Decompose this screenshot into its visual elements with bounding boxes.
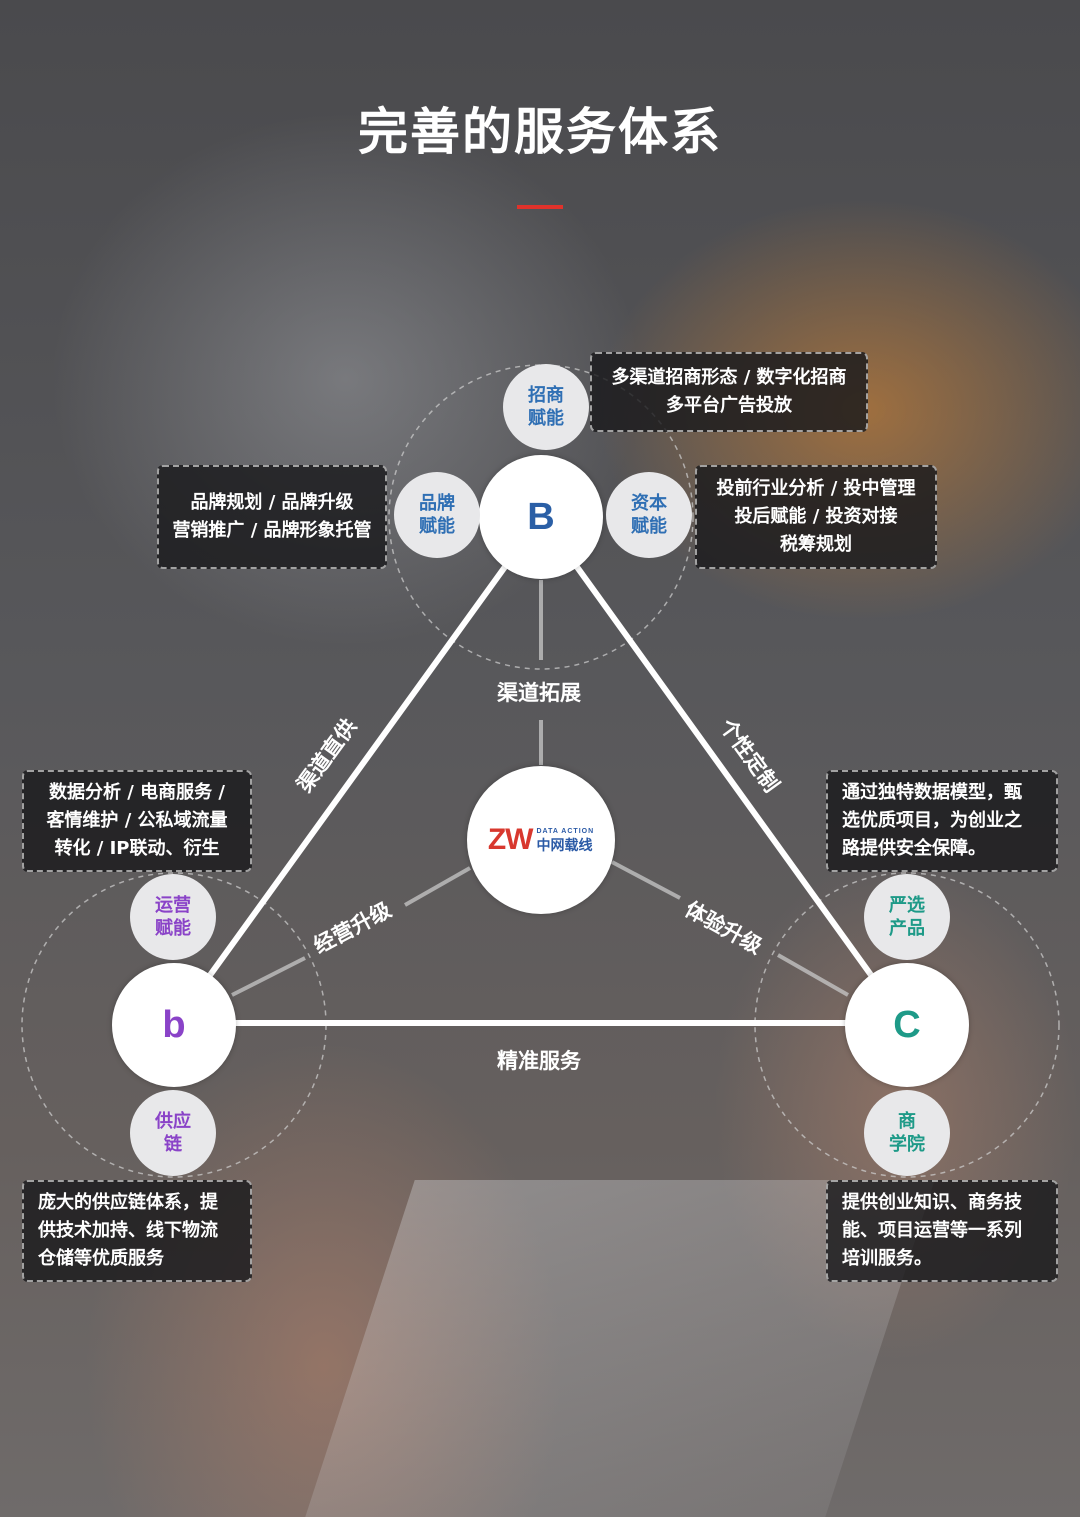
box-line: 通过独特数据模型，甄 — [842, 782, 1022, 803]
box-line: 税筹规划 — [780, 534, 852, 555]
logo-mark: ZW — [487, 823, 534, 856]
logo-english: DATA ACTION — [536, 827, 595, 835]
box-academy: 提供创业知识、商务技 能、项目运营等一系列 培训服务。 — [826, 1180, 1058, 1282]
box-selection: 通过独特数据模型，甄 选优质项目，为创业之 路提供安全保障。 — [826, 770, 1058, 872]
box-line: 选优质项目，为创业之 — [842, 810, 1022, 831]
chip-business-academy: 商学院 — [864, 1090, 950, 1176]
node-B: B — [479, 455, 603, 579]
box-merchant: 多渠道招商形态 / 数字化招商 多平台广告投放 — [590, 352, 868, 432]
box-line: 数据分析 / 电商服务 / — [49, 782, 225, 803]
box-line: 客情维护 / 公私域流量 — [46, 810, 228, 831]
chip-line: 运营 — [155, 895, 191, 916]
chip-line: 品牌 — [419, 493, 455, 514]
chip-line: 赋能 — [155, 918, 191, 939]
box-line: 提供创业知识、商务技 — [842, 1192, 1022, 1213]
chip-operation-empower: 运营赋能 — [130, 874, 216, 960]
spoke-right-inner — [611, 860, 681, 900]
chip-supply-chain: 供应链 — [130, 1090, 216, 1176]
spoke-left-outer — [231, 956, 306, 997]
title-underline — [517, 205, 563, 209]
chip-line: 赋能 — [631, 516, 667, 537]
logo-chinese: 中网载线 — [536, 836, 593, 853]
page-title: 完善的服务体系 — [358, 103, 722, 161]
chip-line: 产品 — [889, 918, 925, 939]
box-line: 多平台广告投放 — [666, 395, 792, 416]
label-precise-service: 精准服务 — [497, 1049, 581, 1073]
box-line: 能、项目运营等一系列 — [842, 1220, 1022, 1241]
box-line: 转化 / IP联动、衍生 — [54, 838, 220, 859]
center-logo-node: ZW DATA ACTION 中网载线 — [467, 766, 615, 914]
chip-capital-empower: 资本赋能 — [606, 472, 692, 558]
chip-line: 招商 — [528, 385, 564, 406]
chip-brand-empower: 品牌赋能 — [394, 472, 480, 558]
chip-line: 赋能 — [419, 516, 455, 537]
box-line: 营销推广 / 品牌形象托管 — [172, 520, 372, 541]
node-C: C — [845, 963, 969, 1087]
box-brand: 品牌规划 / 品牌升级 营销推广 / 品牌形象托管 — [157, 465, 387, 569]
edge-B-C — [538, 514, 910, 1028]
chip-line: 赋能 — [528, 408, 564, 429]
chip-merchant-empower: 招商赋能 — [503, 364, 589, 450]
spoke-right-outer — [777, 953, 849, 997]
chip-line: 资本 — [631, 493, 667, 514]
box-operation: 数据分析 / 电商服务 / 客情维护 / 公私域流量 转化 / IP联动、衍生 — [22, 770, 252, 872]
box-line: 庞大的供应链体系，提 — [38, 1192, 218, 1213]
chip-line: 链 — [164, 1134, 182, 1155]
box-line: 投前行业分析 / 投中管理 — [716, 478, 916, 499]
chip-line: 严选 — [889, 895, 925, 916]
chip-line: 学院 — [889, 1134, 925, 1155]
box-capital: 投前行业分析 / 投中管理 投后赋能 / 投资对接 税筹规划 — [695, 465, 937, 569]
company-logo: ZW DATA ACTION 中网载线 — [488, 825, 594, 855]
right-dashed-ring — [754, 872, 1060, 1178]
label-channel-expand: 渠道拓展 — [497, 681, 581, 705]
box-line: 路提供安全保障。 — [842, 838, 986, 859]
box-line: 培训服务。 — [842, 1248, 932, 1269]
box-line: 多渠道招商形态 / 数字化招商 — [611, 367, 847, 388]
box-supply: 庞大的供应链体系，提 供技术加持、线下物流 仓储等优质服务 — [22, 1180, 252, 1282]
box-line: 仓储等优质服务 — [38, 1248, 164, 1269]
chip-line: 商 — [898, 1111, 916, 1132]
chip-selected-products: 严选产品 — [864, 874, 950, 960]
spoke-left-inner — [404, 866, 471, 907]
box-line: 供技术加持、线下物流 — [38, 1220, 218, 1241]
box-line: 投后赋能 / 投资对接 — [734, 506, 898, 527]
box-line: 品牌规划 / 品牌升级 — [190, 492, 354, 513]
chip-line: 供应 — [155, 1111, 191, 1132]
edge-B-b — [171, 514, 544, 1028]
top-dashed-ring — [388, 364, 694, 670]
node-b: b — [112, 963, 236, 1087]
